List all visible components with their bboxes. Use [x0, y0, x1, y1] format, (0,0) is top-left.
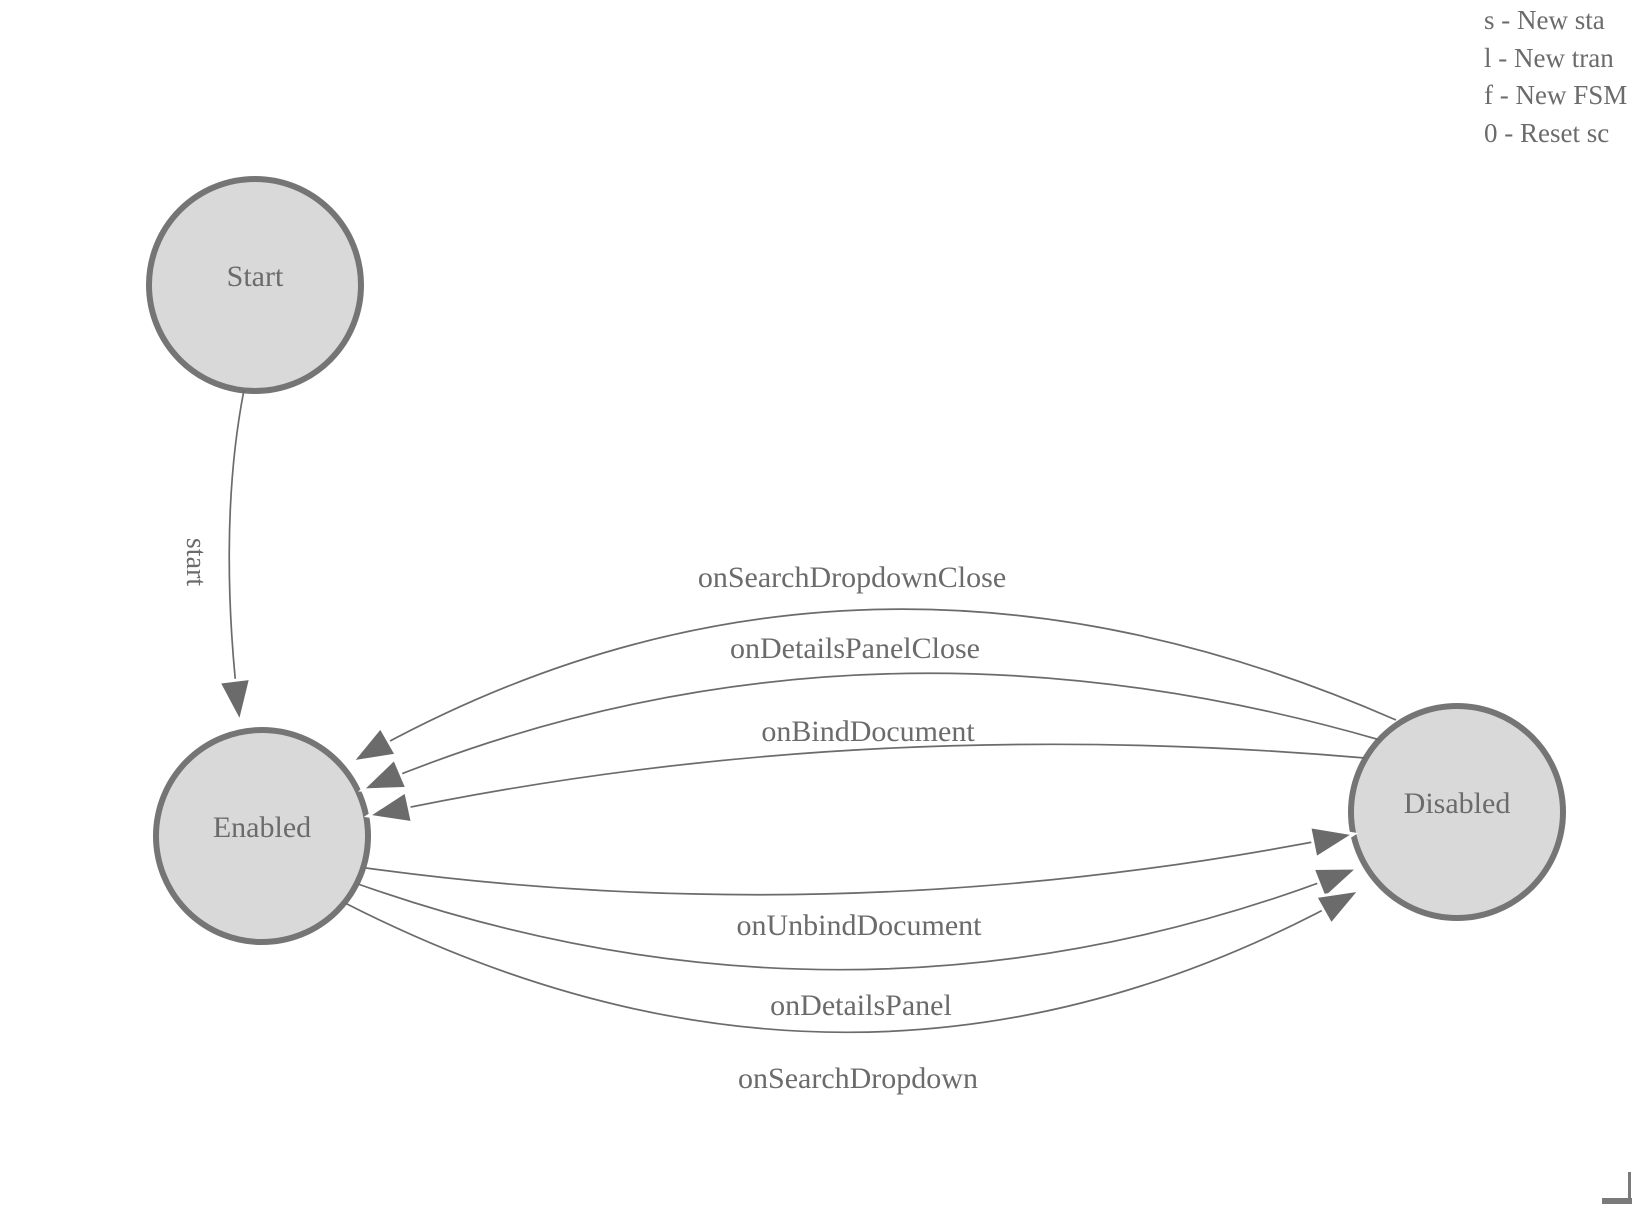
transition-edge-onsearchdropdown[interactable] [344, 890, 1360, 1034]
state-node-start[interactable]: Start [146, 176, 364, 394]
transition-edge-ondetailspanelclose[interactable] [362, 672, 1381, 790]
transition-label-start: start [180, 538, 211, 586]
state-circle-enabled[interactable] [153, 727, 371, 945]
legend-item-new-transition: l - New tran [1484, 42, 1614, 73]
transition-label-onsearchdropdownclose: onSearchDropdownClose [698, 561, 1006, 594]
transition-label-ondetailspanelclose: onDetailsPanelClose [730, 632, 980, 665]
transition-edge-onunbinddocument[interactable] [365, 834, 1354, 896]
state-label-start: Start [227, 260, 284, 293]
transition-label-ondetailspanel: onDetailsPanel [770, 989, 952, 1022]
transition-edge-start[interactable] [229, 389, 244, 722]
corner-frame-fragment-horizontal [1602, 1198, 1632, 1204]
legend-item-reset: 0 - Reset sc [1484, 117, 1610, 148]
transition-label-onbinddocument: onBindDocument [761, 715, 975, 748]
legend-item-new-state: s - New sta [1484, 5, 1605, 35]
state-node-enabled[interactable]: Enabled [153, 727, 371, 945]
transition-label-onunbinddocument: onUnbindDocument [737, 909, 983, 942]
state-label-enabled: Enabled [213, 811, 311, 844]
transition-edge-onsearchdropdownclose[interactable] [352, 608, 1397, 762]
legend-item-new-fsm: f - New FSM [1484, 80, 1628, 111]
state-node-disabled[interactable]: Disabled [1348, 703, 1566, 921]
transition-edge-ondetailspanel[interactable] [357, 868, 1358, 971]
transition-label-onsearchdropdown: onSearchDropdown [738, 1062, 978, 1095]
state-circle-start[interactable] [146, 176, 364, 394]
state-label-disabled: Disabled [1404, 787, 1511, 820]
corner-frame-fragment-vertical [1628, 1172, 1631, 1204]
state-circle-disabled[interactable] [1348, 703, 1566, 921]
shortcut-legend: s - New sta l - New tran f - New FSM 0 -… [1484, 2, 1627, 152]
transition-edge-onbinddocument[interactable] [368, 743, 1366, 816]
